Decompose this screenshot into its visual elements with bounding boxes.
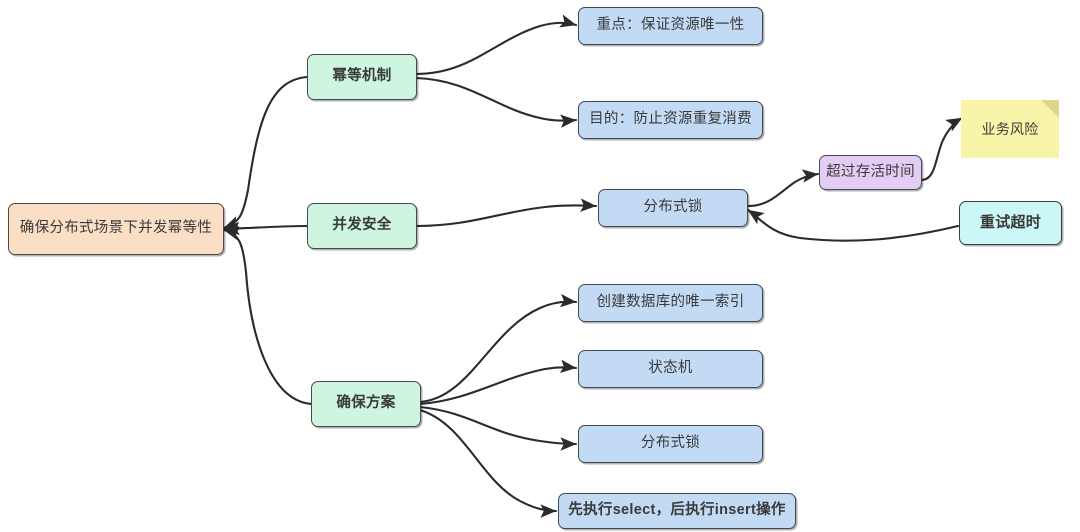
- node-leaf-purpose[interactable]: 目的：防止资源重复消费: [578, 101, 763, 139]
- node-root-label: 确保分布式场景下并发幂等性: [19, 220, 213, 237]
- edge-lock-to-ttl: [746, 169, 820, 208]
- node-leaf-distributed-lock-low-label: 分布式锁: [640, 435, 701, 452]
- edge-ttl-to-risk: [919, 116, 964, 182]
- node-branch-concurrency-label: 并发安全: [332, 217, 392, 234]
- edge-concurrency-to-lock: [414, 198, 598, 228]
- node-branch-mechanism[interactable]: 幂等机制: [307, 54, 417, 100]
- node-leaf-select-insert-label: 先执行select，后执行insert操作: [568, 502, 786, 519]
- node-retry-timeout[interactable]: 重试超时: [959, 201, 1062, 245]
- node-branch-concurrency[interactable]: 并发安全: [307, 203, 417, 249]
- node-exceed-ttl[interactable]: 超过存活时间: [819, 155, 922, 190]
- node-exceed-ttl-label: 超过存活时间: [826, 163, 915, 180]
- node-leaf-state-machine-label: 状态机: [648, 360, 693, 377]
- edge-retry-to-lock: [746, 208, 960, 242]
- node-leaf-distributed-lock-low[interactable]: 分布式锁: [578, 425, 763, 463]
- note-business-risk-label: 业务风险: [981, 121, 1039, 137]
- edge-solution-to-select-insert: [418, 408, 558, 518]
- edge-solution-to-state-machine: [418, 359, 578, 406]
- edge-mechanism-to-purpose: [414, 76, 578, 128]
- node-leaf-unique-index[interactable]: 创建数据库的唯一索引: [578, 284, 763, 322]
- edge-solution-to-unique-index: [418, 293, 578, 404]
- node-branch-mechanism-label: 幂等机制: [332, 68, 392, 85]
- node-leaf-select-insert[interactable]: 先执行select，后执行insert操作: [558, 493, 796, 529]
- node-leaf-unique-index-label: 创建数据库的唯一索引: [596, 294, 745, 311]
- node-branch-solution[interactable]: 确保方案: [311, 381, 421, 427]
- edge-solution-to-root: [222, 227, 313, 406]
- note-business-risk[interactable]: 业务风险: [961, 100, 1059, 158]
- edge-solution-to-lock-low: [418, 405, 578, 451]
- edge-mechanism-to-keypoint: [414, 14, 578, 76]
- node-branch-solution-label: 确保方案: [336, 395, 396, 412]
- node-root[interactable]: 确保分布式场景下并发幂等性: [8, 203, 224, 255]
- node-leaf-key-point[interactable]: 重点：保证资源唯一性: [578, 7, 763, 45]
- edge-mechanism-to-root: [222, 75, 309, 230]
- edge-concurrency-to-root: [222, 221, 309, 236]
- node-leaf-distributed-lock-mid-label: 分布式锁: [643, 199, 703, 216]
- node-leaf-purpose-label: 目的：防止资源重复消费: [589, 111, 752, 128]
- node-retry-timeout-label: 重试超时: [979, 214, 1042, 231]
- node-leaf-state-machine[interactable]: 状态机: [578, 350, 763, 388]
- node-leaf-distributed-lock-mid[interactable]: 分布式锁: [598, 189, 748, 227]
- node-leaf-key-point-label: 重点：保证资源唯一性: [596, 17, 745, 34]
- note-fold-corner-icon: [1041, 100, 1059, 118]
